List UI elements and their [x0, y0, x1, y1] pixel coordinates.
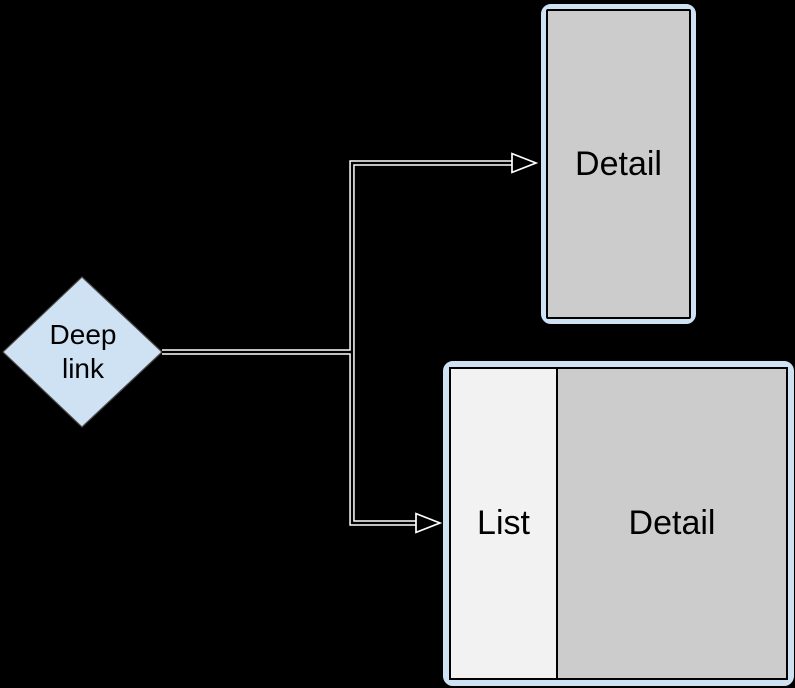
connector-core — [162, 161, 513, 525]
arrowhead-icon — [415, 512, 443, 534]
list-pane: List — [451, 369, 558, 678]
detail-pane-label: Detail — [628, 504, 716, 542]
detail-screen: Detail — [546, 9, 691, 319]
list-detail-screen-frame: List Detail — [442, 360, 795, 687]
detail-pane: Detail — [558, 369, 786, 678]
detail-screen-label: Detail — [575, 144, 662, 183]
deep-link-node: Deep link — [22, 316, 144, 388]
list-pane-label: List — [477, 504, 530, 542]
deep-link-label: Deep link — [49, 318, 117, 384]
deep-link-diamond — [2, 276, 163, 428]
detail-screen-frame: Detail — [540, 3, 697, 325]
list-detail-screen: List Detail — [449, 367, 788, 680]
arrowhead-icon — [511, 152, 539, 174]
